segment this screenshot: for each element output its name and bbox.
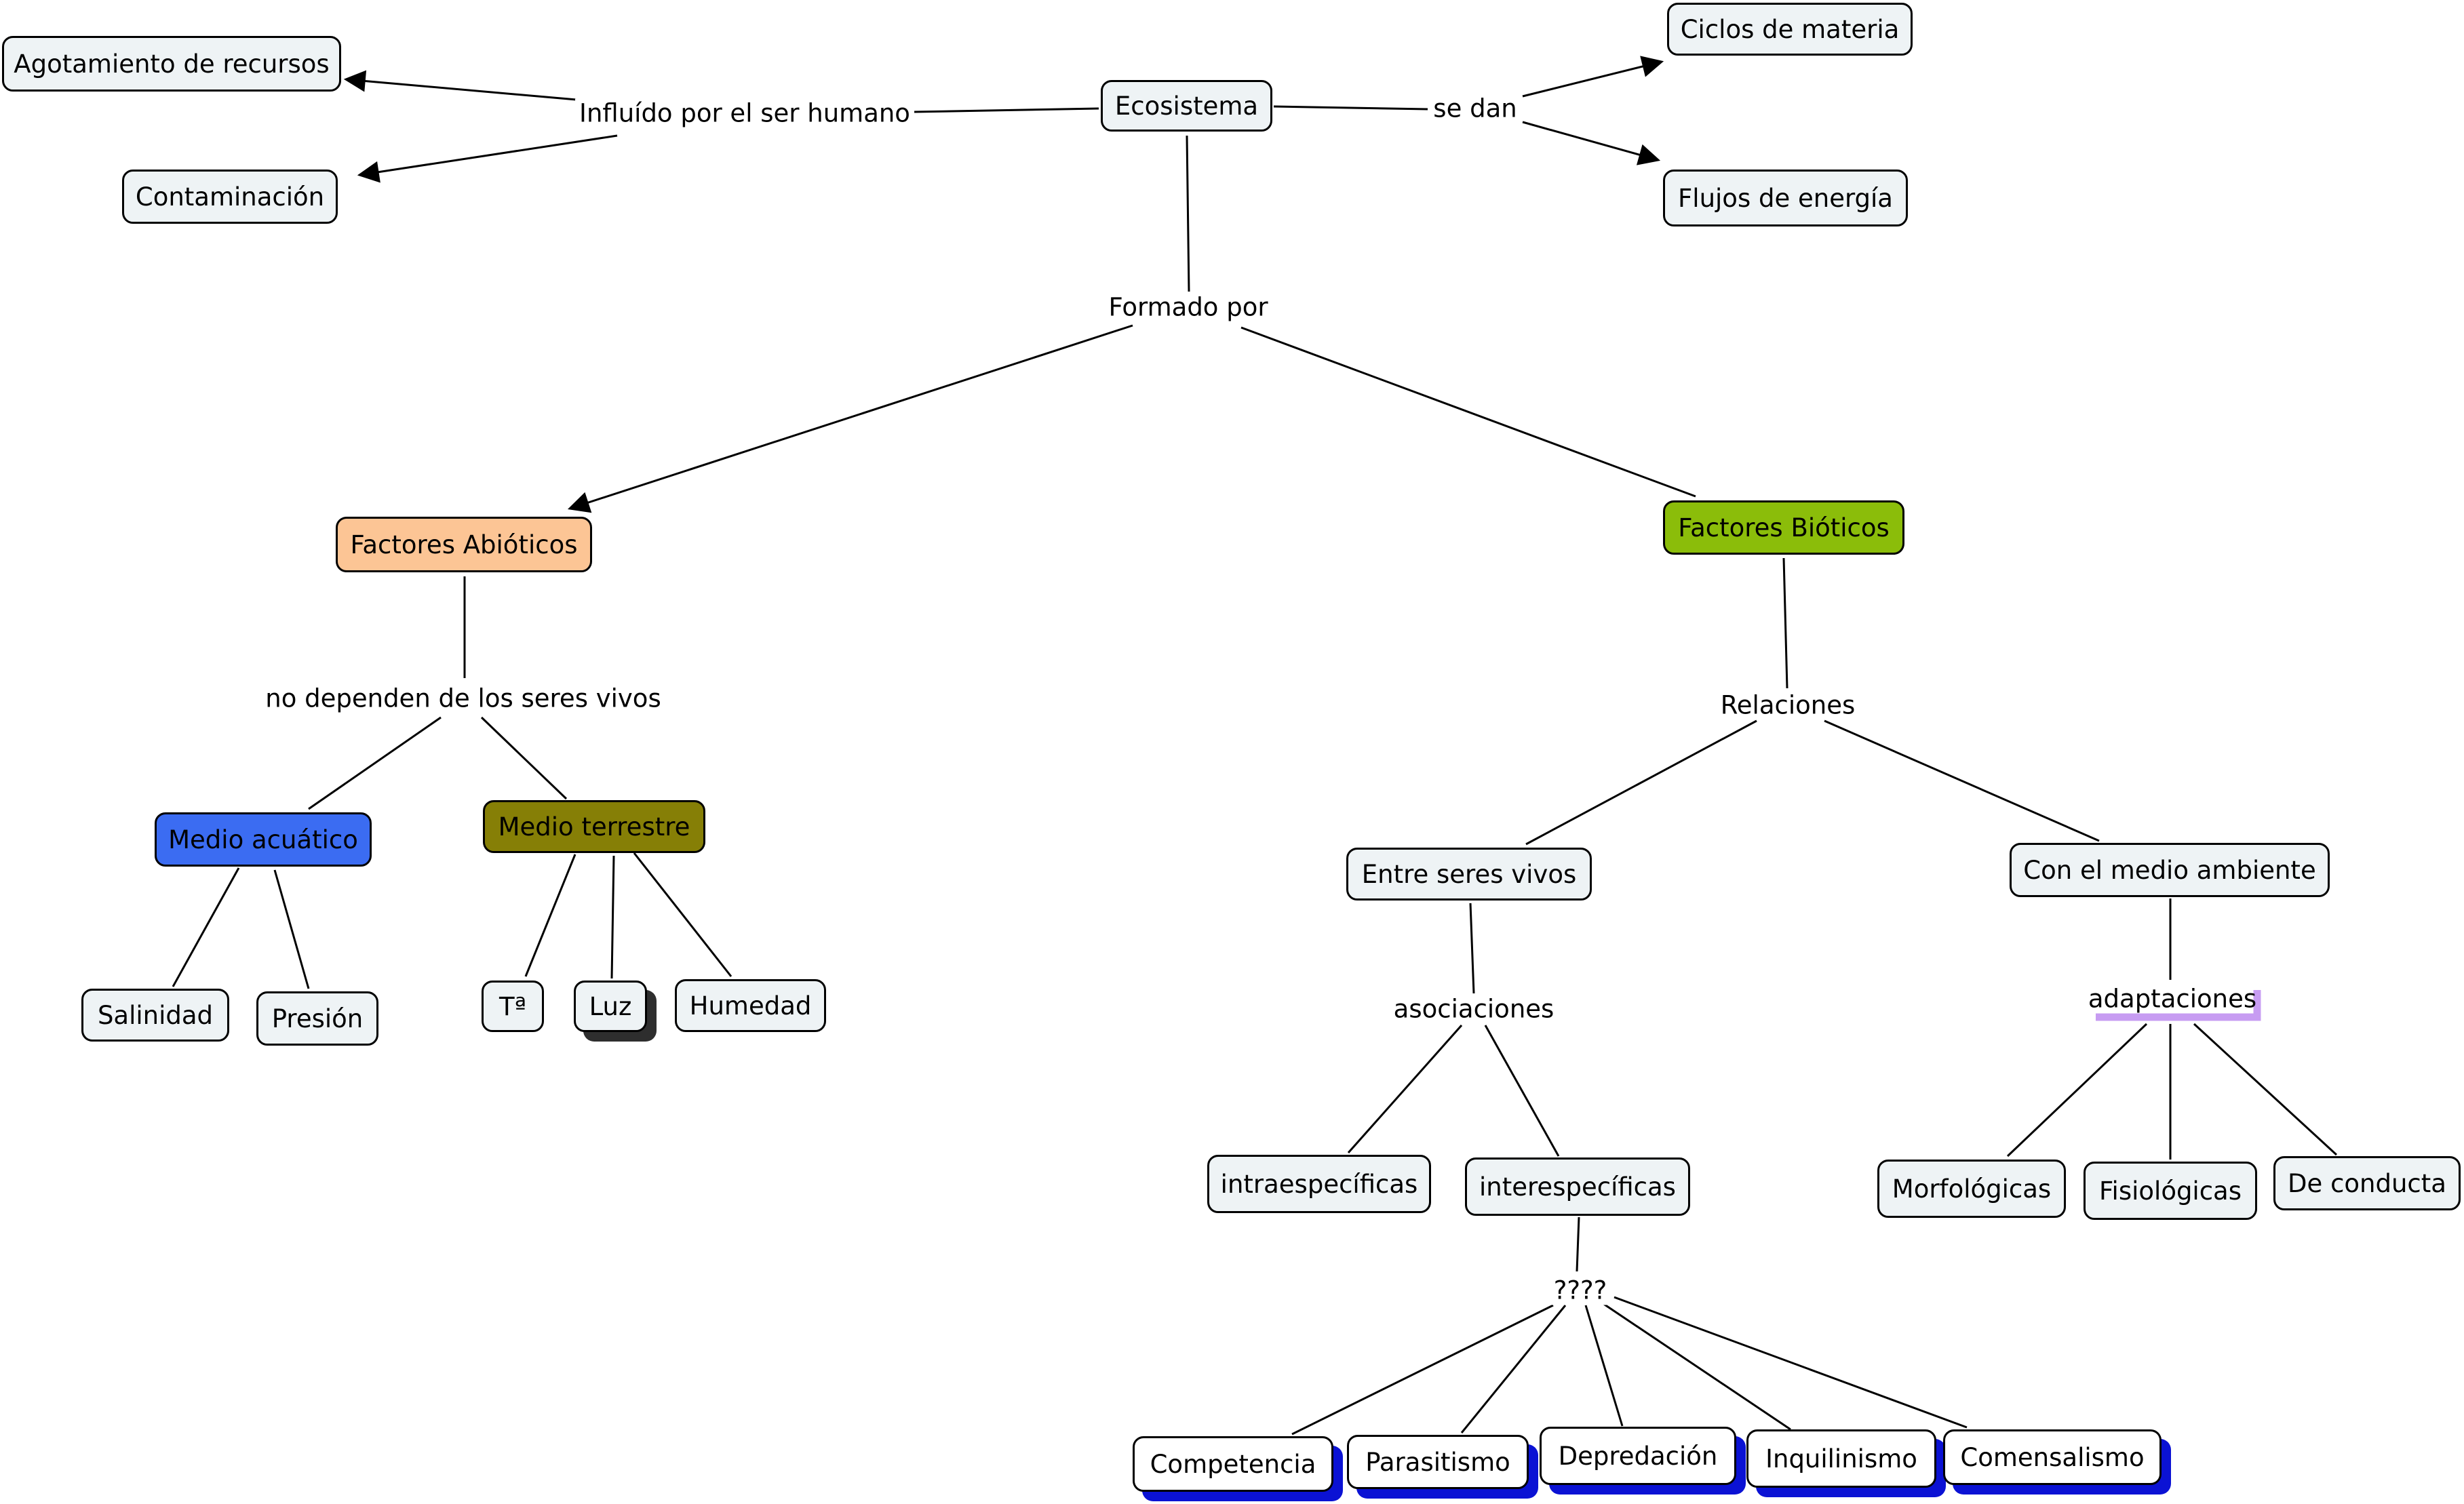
concept-luz[interactable]: Luz [574, 981, 647, 1032]
concept-de-conducta[interactable]: De conducta [2273, 1156, 2461, 1210]
link-formado-bioticos [1240, 326, 1696, 498]
concept-con-el-medio-ambiente[interactable]: Con el medio ambiente [2010, 843, 2330, 897]
concept-depredacion[interactable]: Depredación [1540, 1427, 1736, 1485]
link-terrestre-ta [524, 854, 576, 977]
phrase-influido-por-el-ser-humano: Influído por el ser humano [575, 98, 914, 128]
concept-entre-seres-vivos[interactable]: Entre seres vivos [1346, 848, 1592, 901]
concept-interespecificas[interactable]: interespecíficas [1465, 1157, 1690, 1216]
link-ecosistema-sedan [1273, 105, 1428, 111]
concept-inquilinismo[interactable]: Inquilinismo [1746, 1429, 1936, 1488]
concept-humedad[interactable]: Humedad [675, 979, 826, 1032]
link-acuatico-presion [273, 869, 310, 989]
link-ecosistema-formado [1186, 135, 1190, 292]
link-sedan-ciclos [1522, 56, 1664, 98]
link-bioticos-relaciones [1782, 557, 1788, 689]
concept-competencia[interactable]: Competencia [1133, 1436, 1333, 1492]
concept-medio-terrestre[interactable]: Medio terrestre [483, 800, 705, 853]
concept-ecosistema[interactable]: Ecosistema [1101, 80, 1272, 132]
link-nodependen-terrestre [480, 716, 568, 800]
concept-fisiologicas[interactable]: Fisiológicas [2084, 1162, 2257, 1220]
phrase-relaciones: Relaciones [1716, 690, 1860, 720]
link-relaciones-entreseres [1525, 719, 1757, 846]
concept-presion[interactable]: Presión [256, 991, 378, 1046]
concept-salinidad[interactable]: Salinidad [81, 989, 229, 1042]
link-inter-unknown [1576, 1216, 1580, 1272]
concept-flujos-de-energia[interactable]: Flujos de energía [1663, 170, 1908, 226]
link-influido-agotamiento [343, 70, 577, 101]
concept-morfologicas[interactable]: Morfológicas [1877, 1160, 2066, 1218]
link-entreseres-asociaciones [1469, 903, 1475, 994]
concept-medio-acuatico[interactable]: Medio acuático [155, 812, 372, 867]
link-relaciones-medioambiente [1824, 719, 2100, 842]
link-sedan-flujos [1522, 121, 1661, 165]
concept-contaminacion[interactable]: Contaminación [122, 170, 338, 224]
link-unknown-depredacion [1584, 1305, 1624, 1427]
concept-intraespecificas[interactable]: intraespecíficas [1207, 1155, 1431, 1213]
link-unknown-competencia [1291, 1304, 1554, 1436]
concept-factores-abioticos[interactable]: Factores Abióticos [336, 517, 592, 572]
concept-temperatura[interactable]: Tª [482, 981, 544, 1032]
link-unknown-parasitismo [1460, 1305, 1567, 1433]
link-terrestre-luz [610, 855, 615, 979]
concept-agotamiento-de-recursos[interactable]: Agotamiento de recursos [2, 36, 341, 92]
phrase-formado-por: Formado por [1104, 292, 1272, 322]
link-asociaciones-inter [1484, 1025, 1560, 1157]
link-formado-abioticos [567, 324, 1133, 513]
link-asociaciones-intra [1347, 1025, 1463, 1153]
link-ecosistema-influido [914, 107, 1099, 113]
phrase-no-dependen-de-los-seres-vivos: no dependen de los seres vivos [261, 684, 665, 713]
phrase-adaptaciones: adaptaciones [2088, 984, 2257, 1014]
phrase-asociaciones: asociaciones [1389, 994, 1559, 1024]
link-influido-contaminacion [357, 134, 618, 183]
concept-parasitismo[interactable]: Parasitismo [1347, 1435, 1529, 1489]
link-nodependen-acuatico [308, 716, 442, 810]
phrase-se-dan: se dan [1429, 94, 1521, 123]
link-adaptaciones-conducta [2193, 1023, 2338, 1156]
link-terrestre-humedad [633, 852, 732, 977]
link-acuatico-salinidad [172, 867, 240, 987]
link-unknown-inquilinismo [1600, 1301, 1791, 1431]
adaptaciones-highlight [2096, 990, 2261, 1021]
link-unknown-comensalismo [1614, 1296, 1968, 1429]
phrase-unknown: ???? [1549, 1275, 1611, 1305]
concept-factores-bioticos[interactable]: Factores Bióticos [1663, 500, 1904, 555]
concept-comensalismo[interactable]: Comensalismo [1943, 1429, 2162, 1485]
link-adaptaciones-morfologicas [2006, 1023, 2148, 1157]
concept-ciclos-de-materia[interactable]: Ciclos de materia [1667, 3, 1913, 56]
